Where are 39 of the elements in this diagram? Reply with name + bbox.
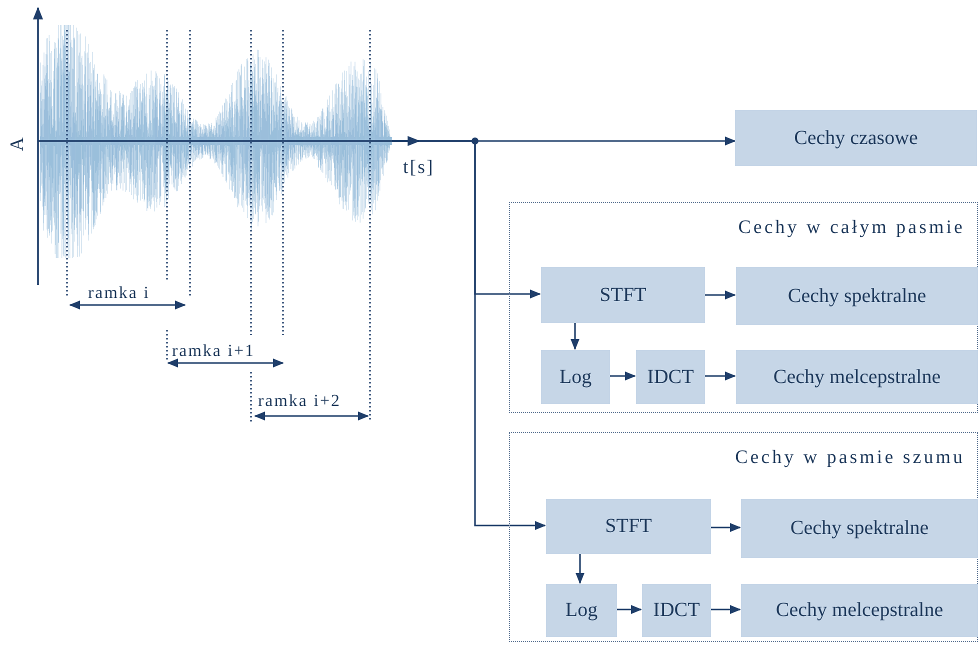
arrow xyxy=(609,372,636,380)
box-label: Cechy spektralne xyxy=(788,284,926,308)
process-box xyxy=(546,584,617,637)
arrow xyxy=(704,372,736,380)
group-title: Cechy w pasmie szumu xyxy=(735,447,965,469)
arrow xyxy=(576,553,584,584)
axis-label: A xyxy=(8,136,28,152)
frame-label: ramka i+1 xyxy=(172,342,256,359)
process-box xyxy=(736,267,978,325)
process-box xyxy=(736,350,978,404)
frame-label: ramka i+2 xyxy=(258,392,342,409)
arrow xyxy=(704,290,736,300)
box-label: Cechy melcepstralne xyxy=(773,366,941,388)
process-box xyxy=(541,350,610,404)
dashed-group-frame xyxy=(509,202,978,413)
box-label: STFT xyxy=(605,515,652,538)
axis-label: t[s] xyxy=(403,158,434,177)
process-box xyxy=(642,584,711,637)
group-title: Cechy w całym pasmie xyxy=(738,217,965,239)
box-label: Log xyxy=(565,599,598,622)
box-label: IDCT xyxy=(653,599,700,622)
box-label: IDCT xyxy=(647,366,694,388)
box-label: STFT xyxy=(600,284,646,306)
arrow xyxy=(616,605,642,614)
arrow xyxy=(570,322,580,350)
box-label: Cechy czasowe xyxy=(794,126,918,150)
process-box xyxy=(541,267,705,323)
process-box xyxy=(741,584,978,637)
frame-label: ramka i xyxy=(88,284,150,301)
dashed-group-frame xyxy=(509,432,978,642)
process-box xyxy=(741,499,978,558)
arrow xyxy=(710,605,742,614)
box-label: Log xyxy=(559,366,592,388)
arrow xyxy=(710,523,742,532)
process-box xyxy=(546,499,711,554)
box-label: Cechy spektralne xyxy=(790,517,929,540)
process-box xyxy=(636,350,705,404)
box-label: Cechy melcepstralne xyxy=(776,599,944,622)
process-box xyxy=(735,110,977,166)
